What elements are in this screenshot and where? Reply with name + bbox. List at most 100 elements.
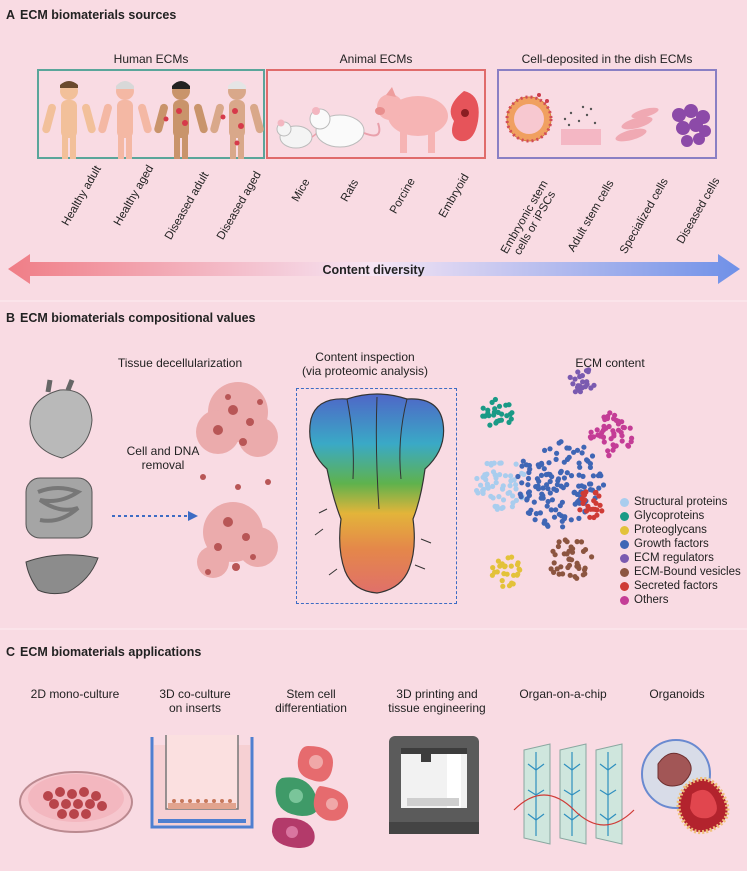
cluster-dot (551, 560, 557, 566)
cluster-dot (588, 385, 594, 391)
cluster-dot (519, 470, 525, 476)
pig-figure (375, 87, 448, 153)
legend-secreted-factors: Secreted factors (620, 580, 718, 592)
cluster-dot (551, 514, 558, 520)
legend-dot (620, 567, 629, 577)
cluster-dot (564, 482, 570, 488)
cluster-dot (568, 473, 575, 479)
transwell-insert-illustration (150, 735, 254, 829)
cluster-dot (525, 482, 531, 488)
legend-dot (620, 553, 629, 563)
cluster-dot (555, 476, 562, 482)
petri-dish-illustration (19, 771, 133, 833)
legend-proteoglycans: Proteoglycans (620, 524, 707, 536)
legend-dot (620, 525, 629, 535)
cluster-dot (500, 483, 506, 489)
embryonic-stem-cells-figure (505, 93, 553, 143)
cluster-dot (513, 497, 519, 503)
legend-structural-proteins: Structural proteins (620, 496, 727, 508)
cluster-dot (570, 381, 576, 387)
cluster-dot (486, 413, 492, 419)
cluster-dot (560, 485, 566, 491)
cluster-dot (516, 566, 522, 572)
content-diversity-arrow (8, 254, 740, 284)
cell-ecms-label: Cell-deposited in the dish ECMs (521, 52, 693, 66)
legend-dot (620, 581, 629, 591)
cluster-dot (556, 440, 562, 446)
red-cell-right (313, 786, 349, 821)
cluster-dot (491, 460, 497, 466)
cluster-dot (576, 460, 582, 466)
proteomic-inspection-box (296, 388, 457, 604)
cluster-dot (514, 562, 521, 568)
organs-illustration (25, 379, 99, 595)
legend-glycoproteins: Glycoproteins (620, 510, 704, 522)
cluster-dot (515, 571, 521, 577)
cluster-dot (580, 379, 586, 385)
cluster-dot (526, 492, 532, 498)
label-healthy-aged: Healthy aged (112, 163, 157, 228)
cluster-dot (566, 556, 572, 562)
cluster-dot (511, 572, 517, 578)
cluster-dot (542, 447, 548, 453)
cluster-dot (536, 478, 542, 484)
cluster-dot (544, 482, 550, 488)
cluster-dot (525, 475, 532, 482)
cluster-dot (490, 495, 496, 501)
cluster-dot (506, 583, 513, 589)
cluster-dot (513, 461, 519, 467)
cluster-dot (553, 507, 559, 513)
cluster-dot (587, 464, 593, 470)
cluster-dot (485, 483, 491, 489)
cluster-dot (587, 434, 593, 440)
cluster-dot (564, 470, 570, 476)
cluster-dot (546, 460, 552, 466)
cluster-dot (523, 462, 530, 468)
cluster-dot (596, 485, 602, 491)
legend-dot (620, 511, 629, 521)
cluster-dot (606, 453, 612, 459)
cluster-dot (526, 489, 532, 495)
cluster-dot (599, 430, 605, 436)
cluster-dot (498, 417, 504, 423)
cluster-dot (601, 414, 607, 420)
cluster-dot (584, 381, 590, 387)
embryoid-figure (450, 91, 479, 142)
cluster-dot (581, 567, 588, 573)
label-mice: Mice (290, 176, 313, 204)
cluster-dot (551, 486, 557, 492)
cluster-dot (574, 539, 580, 545)
cluster-dot (603, 425, 609, 431)
cluster-dot (600, 482, 607, 488)
cluster-dot (592, 490, 598, 496)
human-ecms-box (37, 69, 265, 159)
cluster-dot (503, 402, 509, 408)
cluster-dot (508, 563, 514, 569)
cluster-dot (596, 493, 602, 499)
cluster-dot (572, 389, 578, 395)
label-adult-stem-cells: Adult stem cells (566, 178, 617, 254)
legend-ecm-bound-vesicles: ECM-Bound vesicles (620, 566, 741, 578)
cluster-dot (494, 418, 500, 425)
content-inspection-caption: Content inspection(via proteomic analysi… (301, 350, 429, 378)
app-organ-on-chip-label: Organ-on-a-chip (519, 687, 607, 701)
cluster-dot (613, 443, 619, 449)
human-ecms-label: Human ECMs (113, 52, 189, 66)
legend-dot (620, 497, 629, 507)
cluster-dot (548, 566, 554, 572)
cluster-dot (513, 486, 519, 492)
cluster-dot (533, 511, 539, 517)
cluster-dot (628, 439, 634, 445)
label-rats: Rats (339, 177, 362, 204)
cluster-dot (598, 473, 604, 479)
cluster-dot (578, 539, 585, 545)
cluster-dot (555, 543, 561, 550)
cluster-dot (496, 403, 503, 409)
cluster-dot (586, 481, 593, 487)
cluster-dot (497, 460, 503, 466)
rat-figure (309, 107, 381, 148)
